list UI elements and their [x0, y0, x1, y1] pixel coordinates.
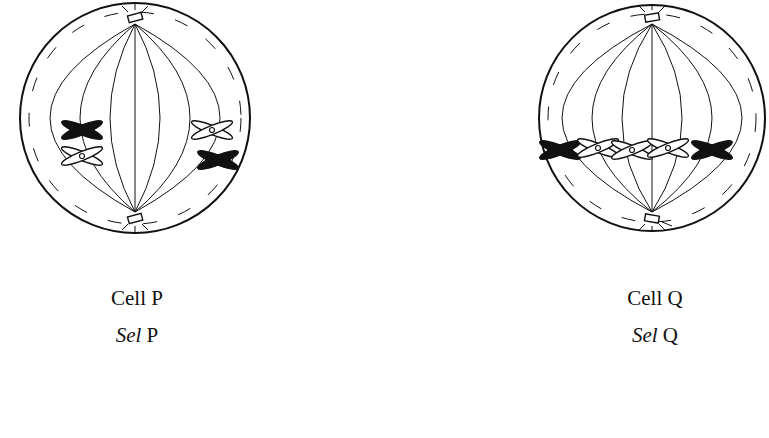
cell-label: Sel P — [37, 323, 237, 348]
cell-q — [538, 4, 765, 232]
cell-p — [20, 3, 250, 233]
cell-label: Sel Q — [555, 323, 755, 348]
cell-label: Cell P — [37, 286, 237, 311]
cell-label: Cell Q — [555, 286, 755, 311]
